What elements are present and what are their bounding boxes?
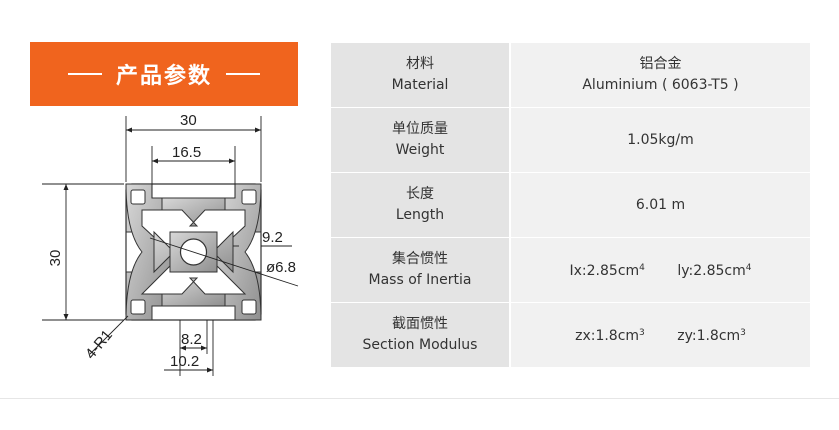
- spec-value: Ix:2.85cm4 ly:2.85cm4: [510, 237, 810, 303]
- value-pair: Ix:2.85cm4: [570, 258, 645, 282]
- dim-bottom-inner-label: 8.2: [181, 331, 202, 348]
- spec-label: 单位质量 Weight: [331, 107, 511, 173]
- section-banner: 产品参数: [30, 42, 298, 106]
- label-cn: 集合惯性: [392, 251, 448, 267]
- dim-radius-label: 4-R1: [82, 327, 116, 363]
- bottom-divider: [0, 398, 839, 399]
- value-b-exponent: 3: [740, 328, 746, 338]
- value-cn: 铝合金: [639, 56, 682, 72]
- label-cn: 长度: [406, 186, 434, 202]
- banner-dash-left: [67, 73, 102, 75]
- value-b-exponent: 4: [745, 263, 752, 273]
- spec-value: zx:1.8cm3 zy:1.8cm3: [510, 302, 810, 368]
- dim-slot-label: 16.5: [172, 144, 201, 161]
- spec-value: 6.01 m: [510, 172, 810, 238]
- table-row: 长度 Length 6.01 m: [331, 172, 810, 238]
- table-row: 单位质量 Weight 1.05kg/m: [331, 107, 810, 173]
- value-a: Ix:2.85cm: [569, 263, 640, 279]
- value-pair: zx:1.8cm3: [575, 323, 645, 347]
- label-en: Length: [395, 207, 445, 223]
- banner-dash-right: [226, 73, 260, 75]
- value-a: zx:1.8cm: [575, 328, 640, 344]
- spec-value: 1.05kg/m: [510, 107, 810, 173]
- label-en: Section Modulus: [362, 337, 478, 353]
- table-row: 材料 Material 铝合金 Aluminium ( 6063-T5 ): [331, 42, 810, 108]
- spec-label: 截面惯性 Section Modulus: [331, 302, 511, 368]
- label-cn: 单位质量: [392, 121, 448, 137]
- spec-value: 铝合金 Aluminium ( 6063-T5 ): [510, 42, 810, 108]
- value-a-exponent: 3: [639, 328, 645, 338]
- label-en: Material: [391, 77, 449, 93]
- value-a-exponent: 4: [639, 263, 645, 273]
- label-cn: 材料: [406, 56, 434, 72]
- dim-hole-label: ø6.8: [266, 259, 296, 276]
- spec-label: 材料 Material: [331, 42, 511, 108]
- spec-table: 材料 Material 铝合金 Aluminium ( 6063-T5 ) 单位…: [331, 42, 810, 368]
- profile-cross-section: [125, 183, 262, 321]
- dim-width-label: 30: [180, 112, 197, 129]
- value-pair: ly:2.85cm4: [677, 258, 751, 282]
- value-b: ly:2.85cm: [677, 263, 746, 279]
- value-b: zy:1.8cm: [677, 328, 741, 344]
- profile-drawing: 30 16.5 30 9.2 ø6.8 8.2 10.2 4-R1: [42, 112, 299, 376]
- spec-label: 集合惯性 Mass of Inertia: [331, 237, 511, 303]
- table-row: 截面惯性 Section Modulus zx:1.8cm3 zy:1.8cm3: [331, 302, 810, 368]
- label-cn: 截面惯性: [392, 316, 448, 332]
- value-en: Aluminium ( 6063-T5 ): [582, 77, 739, 93]
- table-row: 集合惯性 Mass of Inertia Ix:2.85cm4 ly:2.85c…: [331, 237, 810, 303]
- dim-inner-label: 9.2: [262, 229, 283, 246]
- dim-bottom-outer-label: 10.2: [170, 353, 199, 370]
- spec-label: 长度 Length: [331, 172, 511, 238]
- dim-height-label: 30: [47, 250, 64, 267]
- label-en: Weight: [395, 142, 445, 158]
- value-pair: zy:1.8cm3: [677, 323, 746, 347]
- banner-title: 产品参数: [115, 64, 212, 89]
- label-en: Mass of Inertia: [368, 272, 472, 288]
- dimension-lines: [42, 116, 299, 376]
